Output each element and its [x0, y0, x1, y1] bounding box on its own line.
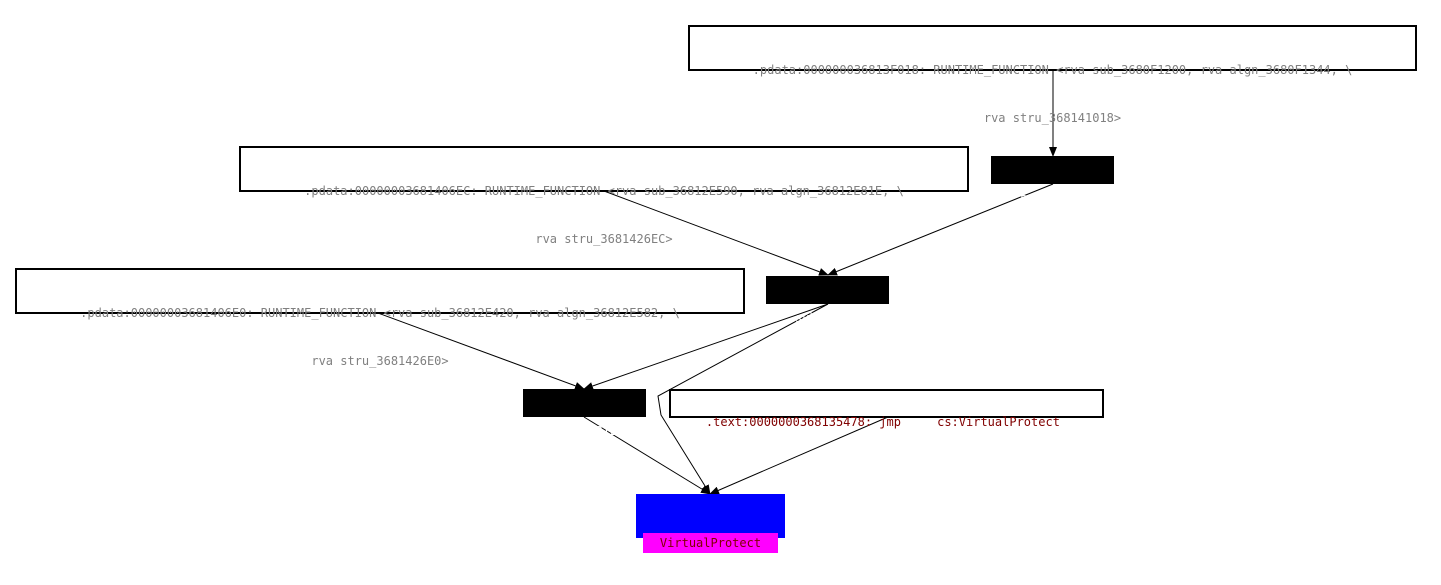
edge-sub-36812e590-to-virtualprotect [657, 303, 829, 495]
node-sub-36812e590-label: sub_36812E590 [794, 311, 889, 325]
node-pdata-3f018-line1: .pdata:000000036813F018: RUNTIME_FUNCTIO… [752, 63, 1353, 77]
node-sub-36812e420-label: sub_36812E420 [551, 424, 646, 438]
node-text-jmp-label: .text:0000000368135478: jmp cs:VirtualPr… [705, 415, 1060, 429]
edge-pdata-406e0-to-sub-36812e420 [377, 312, 585, 390]
cross-reference-graph: .pdata:000000036813F018: RUNTIME_FUNCTIO… [15, 25, 1417, 553]
node-text-jmp[interactable]: .text:0000000368135478: jmp cs:VirtualPr… [669, 389, 1104, 429]
edge-sub-36812e590-to-sub-36812e420 [583, 303, 829, 390]
node-sub-36812e590[interactable]: sub_36812E590 [766, 276, 889, 325]
node-pdata-406ec[interactable]: .pdata:00000003681406EC: RUNTIME_FUNCTIO… [239, 146, 969, 246]
edge-text-jmp-to-virtualprotect [709, 416, 889, 495]
node-pdata-3f018-line2: rva stru_368141018> [983, 111, 1122, 125]
node-sub-3680f1200-label: sub_3680F1200 [1019, 191, 1114, 205]
edge-sub-36812e420-to-virtualprotect [583, 416, 711, 495]
edge-pdata-406ec-to-sub-36812e590 [603, 190, 829, 276]
node-sub-3680f1200[interactable]: sub_3680F1200 [991, 156, 1114, 205]
edge-sub-3680f1200-to-sub-36812e590 [827, 183, 1054, 276]
node-pdata-406e0[interactable]: .pdata:00000003681406E0: RUNTIME_FUNCTIO… [15, 268, 745, 368]
node-virtualprotect[interactable]: VirtualProtect [636, 494, 785, 553]
node-pdata-3f018[interactable]: .pdata:000000036813F018: RUNTIME_FUNCTIO… [688, 25, 1417, 125]
graph-edges [377, 70, 1057, 495]
node-virtualprotect-label: VirtualProtect [643, 533, 778, 553]
node-pdata-406ec-line2: rva stru_3681426EC> [535, 232, 673, 246]
node-pdata-406e0-line2: rva stru_3681426E0> [311, 354, 449, 368]
node-sub-36812e420[interactable]: sub_36812E420 [523, 389, 646, 438]
node-pdata-406ec-line1: .pdata:00000003681406EC: RUNTIME_FUNCTIO… [304, 184, 904, 198]
node-pdata-406e0-line1: .pdata:00000003681406E0: RUNTIME_FUNCTIO… [80, 306, 680, 320]
